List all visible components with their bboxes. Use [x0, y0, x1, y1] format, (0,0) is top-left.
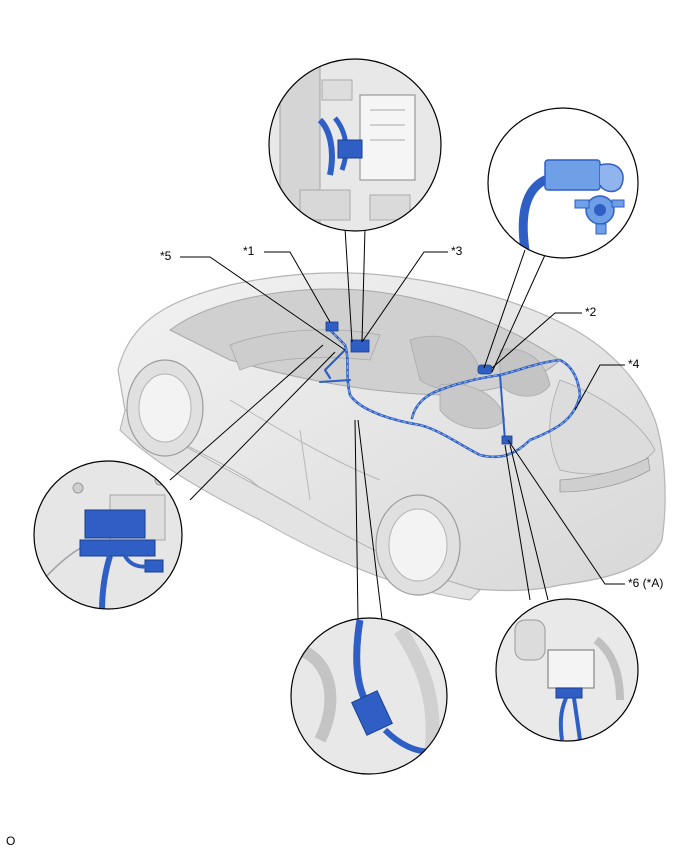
wire-harness-route	[319, 328, 582, 459]
detail-view-left	[33, 460, 183, 610]
callout-3: *3	[451, 244, 463, 258]
leader-lines	[169, 227, 625, 620]
callout-5: *5	[160, 249, 172, 263]
callout-2: *2	[585, 305, 597, 319]
figure-code: O	[6, 834, 16, 848]
detail-view-bottom-right	[495, 598, 639, 742]
callout-4: *4	[628, 357, 640, 371]
connector-1	[325, 321, 339, 332]
connector-3	[350, 339, 370, 353]
callout-6: *6 (*A)	[628, 576, 664, 590]
detail-view-bottom	[290, 617, 448, 775]
detail-view-right-top	[487, 107, 639, 259]
callout-1: *1	[243, 244, 255, 258]
connector-6	[501, 435, 513, 445]
detail-view-top	[268, 58, 442, 232]
car-body	[117, 272, 666, 601]
